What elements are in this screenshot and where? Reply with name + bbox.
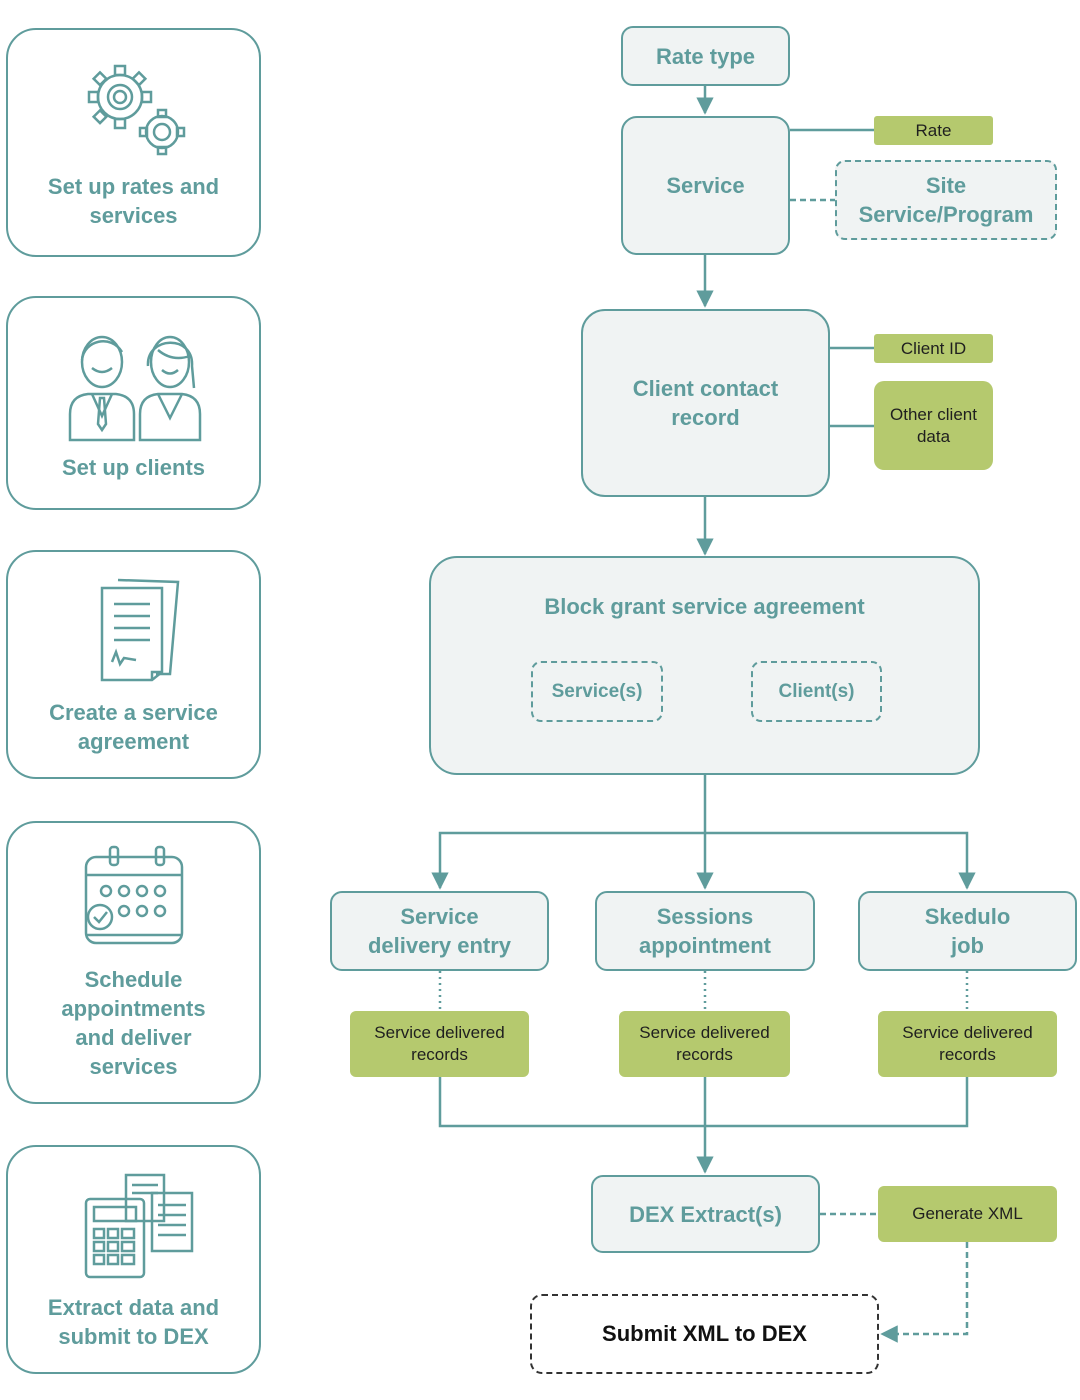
step-label: Schedule appointments and deliver servic… [61,967,206,1079]
step-setup-clients: Set up clients [6,296,261,510]
arrow-generate-to-submit [880,1242,969,1343]
node-client-contact-record: Client contact record [581,309,830,497]
node-service: Service [621,116,790,255]
step-label: Create a service agreement [49,700,218,754]
tag-service-delivered-records: Service delivered records [350,1011,529,1077]
step-label: Extract data and submit to DEX [47,1295,220,1349]
tag-generate-xml: Generate XML [878,1186,1057,1242]
arrow-to-service-delivery [431,831,705,890]
step-label: Set up clients [61,455,206,480]
tag-client-id: Client ID [874,334,993,363]
line-merge-3 [705,1077,969,1128]
node-rate-type: Rate type [621,26,790,86]
node-skedulo-job: Skedulo job [858,891,1077,971]
node-submit-xml-to-dex: Submit XML to DEX [530,1294,879,1374]
tag-other-client-data: Other client data [874,381,993,470]
node-services-sub: Service(s) [531,661,663,722]
step-extract-submit: Extract data and submit to DEX [6,1145,261,1374]
node-sessions-appointment: Sessions appointment [595,891,815,971]
document-icon [100,578,180,682]
tag-service-delivered-records: Service delivered records [619,1011,790,1077]
node-clients-sub: Client(s) [751,661,882,722]
node-service-delivery-entry: Service delivery entry [330,891,549,971]
line-merge-1 [438,1077,705,1128]
step-create-agreement: Create a service agreement [6,550,261,779]
block-grant-title: Block grant service agreement [544,594,865,619]
node-block-grant-agreement: Block grant service agreement Service(s)… [429,556,980,775]
step-label: Set up rates and services [47,174,220,228]
node-dex-extract: DEX Extract(s) [591,1175,820,1253]
people-icon [68,335,202,442]
node-site-service-program: Site Service/Program [835,160,1057,240]
calendar-icon [84,845,184,945]
arrow-to-skedulo [705,831,976,890]
step-schedule-deliver: Schedule appointments and deliver servic… [6,821,261,1104]
step-setup-rates: Set up rates and services [6,28,261,257]
tag-service-delivered-records: Service delivered records [878,1011,1057,1077]
tag-rate: Rate [874,116,993,145]
gears-icon [87,64,186,156]
calculator-documents-icon [84,1173,194,1279]
